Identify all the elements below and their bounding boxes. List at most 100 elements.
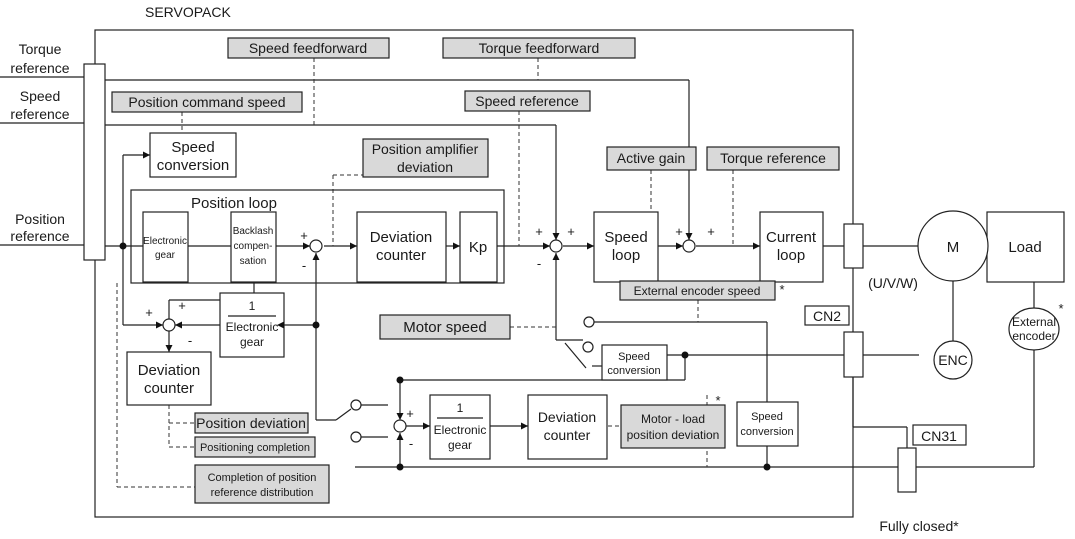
electronic-gear-block (142, 211, 189, 283)
speed-switch-contact-b (582, 341, 594, 353)
positioning-completion-text: Positioning completion (200, 442, 310, 454)
backlash-compensation-text-line1: Backlash (233, 226, 274, 237)
electronic-gear-inv-left-denominator-line1: Electronic (226, 320, 279, 334)
load-block (986, 211, 1065, 283)
torque-sum-plus-left: + (675, 224, 683, 239)
position-loop-frame (130, 189, 505, 284)
speed-conversion-right-block (736, 401, 799, 447)
speed-reference-input-line2: reference (10, 106, 69, 122)
cn2-label: CN2 (813, 308, 841, 324)
motor-load-position-deviation-label (620, 404, 726, 449)
cn31-connector (897, 447, 917, 493)
left-sum-minus: - (188, 333, 192, 348)
external-encoder-asterisk: * (1058, 301, 1063, 316)
position-amplifier-deviation-text-line1: Position amplifier (372, 141, 479, 157)
speed-reference-label (464, 90, 591, 112)
deviation-counter-main-text-line1: Deviation (370, 229, 433, 246)
position-deviation-label (194, 412, 309, 434)
position-sum-plus: + (300, 228, 308, 243)
completion-position-reference-distribution-text-line2: reference distribution (211, 487, 314, 499)
electronic-gear-inv-bottom-denominator-line2: gear (448, 438, 472, 452)
torque-reference-label (706, 146, 840, 171)
torque-reference-input-line2: reference (10, 60, 69, 76)
load-label: Load (1008, 239, 1041, 256)
position-amplifier-deviation-label (362, 138, 489, 178)
current-loop-text-line2: loop (777, 247, 805, 264)
electronic-gear-text-line1: Electronic (143, 236, 187, 247)
cn2-connector (843, 331, 864, 378)
left-sum-plus-top: + (178, 298, 186, 313)
external-encoder-label-line2: encoder (1012, 329, 1055, 343)
speed-loop-text-line2: loop (612, 247, 640, 264)
speed-summing-junction (549, 239, 563, 253)
torque-feedforward-text: Torque feedforward (479, 40, 600, 56)
deviation-counter-left-block (126, 351, 212, 406)
encoder-label: ENC (938, 352, 968, 368)
bottom-sum-plus: + (406, 406, 414, 421)
position-reference-input-line2: reference (10, 228, 69, 244)
motor-load-position-deviation-text-line2: position deviation (627, 428, 720, 442)
bottom-sum-minus: - (409, 436, 413, 451)
speed-loop-block (593, 211, 659, 283)
motor-speed-label (379, 314, 511, 340)
motor-speed-text: Motor speed (403, 319, 486, 336)
bottom-summing-junction (393, 419, 407, 433)
completion-position-reference-distribution-label (194, 464, 330, 504)
deviation-counter-left-text-line2: counter (144, 380, 194, 397)
position-command-speed-label (111, 91, 303, 113)
cn31-label: CN31 (921, 428, 957, 444)
position-loop-title: Position loop (191, 195, 277, 212)
electronic-gear-inv-left-numerator: 1 (249, 299, 256, 313)
speed-conversion-mid-text-line2: conversion (607, 365, 660, 377)
speed-conversion-top-text-line2: conversion (157, 157, 230, 174)
speed-conversion-right-text-line1: Speed (751, 411, 783, 423)
external-encoder-speed-label (619, 280, 776, 301)
speed-loop-text-line1: Speed (604, 229, 647, 246)
active-gain-text: Active gain (617, 150, 685, 166)
motor-icon (917, 210, 989, 282)
deviation-counter-bottom-text-line2: counter (544, 427, 591, 443)
cn31-label-box (912, 424, 967, 446)
torque-reference-input-line1: Torque (19, 41, 62, 57)
electronic-gear-inv-bottom-denominator-line1: Electronic (434, 423, 487, 437)
position-summing-junction (309, 239, 323, 253)
deviation-counter-main-text-line2: counter (376, 247, 426, 264)
cn2-label-box (804, 305, 850, 326)
left-summing-junction (162, 318, 176, 332)
speed-sum-minus: - (537, 256, 541, 271)
kp-text: Kp (469, 239, 487, 256)
external-encoder-speed-asterisk: * (779, 282, 784, 297)
fully-closed-label: Fully closed* (879, 518, 959, 534)
backlash-compensation-text-line3: sation (240, 256, 267, 267)
position-deviation-text: Position deviation (196, 415, 306, 431)
deviation-counter-bottom-block (527, 394, 608, 460)
electronic-gear-inv-left-denominator-line2: gear (240, 335, 264, 349)
speed-conversion-mid-block (601, 344, 668, 381)
servopack-frame (94, 29, 854, 518)
input-terminal-bar (83, 63, 106, 261)
electronic-gear-inv-left-block (219, 292, 285, 358)
speed-feedforward-label (227, 37, 390, 59)
deviation-counter-left-text-line1: Deviation (138, 362, 201, 379)
position-sum-minus: - (302, 258, 306, 273)
left-sum-plus-left: + (145, 305, 153, 320)
motor-label: M (947, 239, 960, 256)
speed-sum-plus-top: + (567, 224, 575, 239)
speed-conversion-mid-text-line1: Speed (618, 351, 650, 363)
speed-feedforward-text: Speed feedforward (249, 40, 367, 56)
active-gain-label (606, 146, 697, 171)
speed-reference-input-line1: Speed (20, 88, 60, 104)
deviation-counter-bottom-text-line1: Deviation (538, 409, 596, 425)
external-encoder-label-line1: External (1012, 315, 1056, 329)
encoder-icon (933, 340, 973, 380)
position-amplifier-deviation-text-line2: deviation (397, 159, 453, 175)
speed-switch-contact-a (583, 316, 595, 328)
servopack-title: SERVOPACK (145, 4, 232, 20)
uvw-label: (U/V/W) (868, 275, 918, 291)
current-loop-block (759, 211, 824, 283)
torque-summing-junction (682, 239, 696, 253)
deviation-counter-main-block (356, 211, 447, 283)
deviation-switch-contact-b (350, 431, 362, 443)
kp-block (459, 211, 498, 283)
